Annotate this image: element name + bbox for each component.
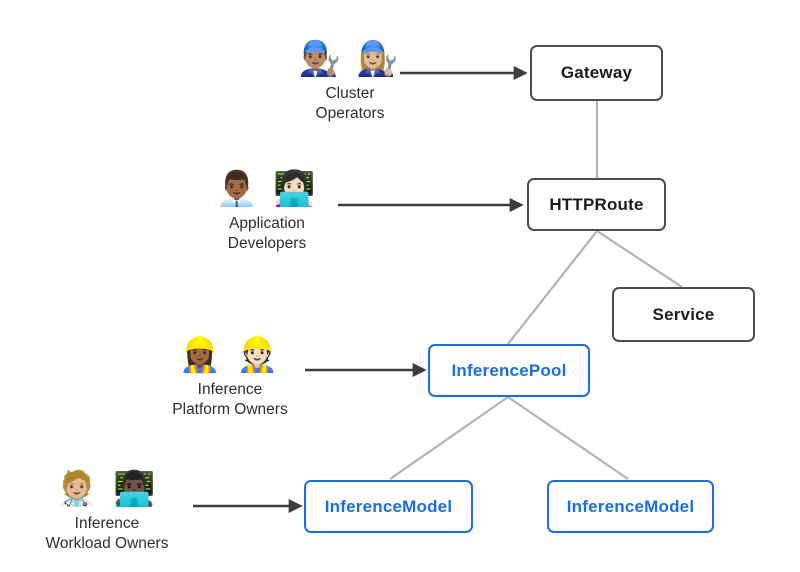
inferencemodel-left-node: InferenceModel <box>304 480 473 533</box>
persona-arrows <box>193 66 528 513</box>
edge-inferencepool-inferencemodel-right <box>507 396 629 480</box>
application-developers-label: Application Developers <box>172 214 362 254</box>
httproute-node-label: HTTPRoute <box>549 194 644 214</box>
inference-platform-owners-emoji: 👷🏾‍♀️ 👷🏻 <box>178 336 282 374</box>
persona-inference-platform-owners: 👷🏾‍♀️ 👷🏻 Inference Platform Owners <box>135 332 325 420</box>
service-node-label: Service <box>652 304 715 324</box>
persona-label-line: Cluster <box>325 85 375 102</box>
cluster-operators-label: Cluster Operators <box>255 84 445 124</box>
inference-workload-owners-emoji: 🧑🏼‍⚕️ 👨🏿‍💻 <box>55 470 159 508</box>
inferencemodel-right-node-label: InferenceModel <box>566 496 695 516</box>
edge-httproute-service <box>596 230 683 288</box>
persona-cluster-operators: 👨🏽‍🔧 👩🏼‍🔧 Cluster Operators <box>255 36 445 124</box>
persona-label-line: Developers <box>227 235 307 252</box>
persona-label-line: Workload Owners <box>45 535 169 552</box>
inferencemodel-right-node: InferenceModel <box>547 480 714 533</box>
inference-workload-owners-label: Inference Workload Owners <box>12 514 202 554</box>
edge-inferencepool-inferencemodel-left <box>389 396 509 480</box>
cluster-operators-emoji: 👨🏽‍🔧 👩🏼‍🔧 <box>298 40 402 78</box>
inferencepool-node: InferencePool <box>428 344 590 397</box>
persona-label-line: Inference <box>74 515 140 532</box>
inference-platform-owners-label: Inference Platform Owners <box>135 380 325 420</box>
edge-httproute-inferencepool <box>507 230 598 345</box>
gateway-node: Gateway <box>530 45 663 101</box>
gateway-node-label: Gateway <box>560 63 633 82</box>
persona-label-line: Application <box>229 215 305 232</box>
httproute-node: HTTPRoute <box>527 178 666 231</box>
persona-label-line: Operators <box>315 105 385 122</box>
persona-inference-workload-owners: 🧑🏼‍⚕️ 👨🏿‍💻 Inference Workload Owners <box>12 466 202 554</box>
service-node: Service <box>612 287 755 342</box>
persona-label-line: Inference <box>197 381 263 398</box>
inferencemodel-left-node-label: InferenceModel <box>324 496 453 516</box>
persona-application-developers: 👨🏾‍💼 👩🏻‍💻 Application Developers <box>172 166 362 254</box>
inferencepool-node-label: InferencePool <box>451 360 567 380</box>
persona-label-line: Platform Owners <box>172 401 288 418</box>
application-developers-emoji: 👨🏾‍💼 👩🏻‍💻 <box>215 170 319 208</box>
